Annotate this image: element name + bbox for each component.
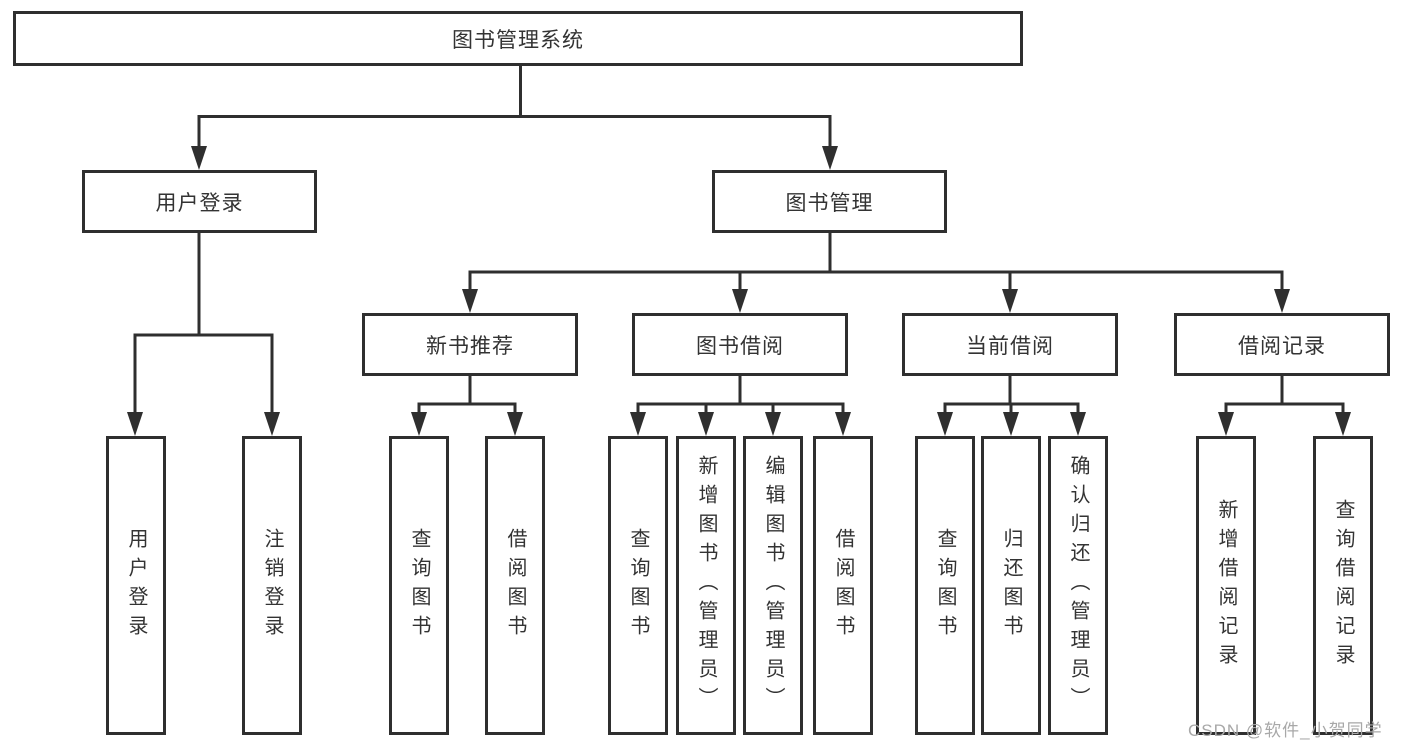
arrowhead [1274,289,1290,313]
arrowhead [835,412,851,436]
connector-lines [133,66,1345,417]
node-label: 查询图书 [627,527,649,644]
node-add-borrow-record: 新增借阅记录 [1196,436,1256,735]
arrowhead [1002,289,1018,313]
node-label: 查询借阅记录 [1332,498,1354,673]
node-label: 借阅图书 [832,527,854,644]
arrowhead [1335,412,1351,436]
connector-arrowheads [127,146,1351,436]
arrowhead [1003,412,1019,436]
node-label: 查询图书 [934,527,956,644]
arrowhead [127,412,143,436]
node-query-borrow-record: 查询借阅记录 [1313,436,1373,735]
arrowhead [698,412,714,436]
node-user-login: 用户登录 [82,170,317,233]
node-book-borrowing: 图书借阅 [632,313,848,376]
arrowhead [732,289,748,313]
arrowhead [765,412,781,436]
arrowhead [630,412,646,436]
arrowhead [937,412,953,436]
node-label: 编辑图书（管理员） [762,455,784,716]
node-label: 图书管理 [785,191,874,215]
node-borrow-books-recommend: 借阅图书 [485,436,545,735]
arrowhead [507,412,523,436]
arrowhead [822,146,838,170]
node-borrowing-records: 借阅记录 [1174,313,1390,376]
node-query-books-current: 查询图书 [915,436,975,735]
node-query-books-recommend: 查询图书 [389,436,449,735]
node-borrow-books: 借阅图书 [813,436,873,735]
node-add-books-admin: 新增图书（管理员） [676,436,736,735]
node-label: 新增借阅记录 [1215,498,1237,673]
node-label: 用户登录 [155,191,244,215]
node-label: 确认归还（管理员） [1067,455,1089,716]
node-label: 借阅记录 [1238,334,1326,358]
node-label: 新书推荐 [426,334,514,358]
arrowhead [1070,412,1086,436]
node-library-management-system: 图书管理系统 [13,11,1023,66]
node-label: 注销登录 [261,527,283,644]
node-label: 归还图书 [1000,527,1022,644]
node-logout: 注销登录 [242,436,302,735]
node-new-book-recommendation: 新书推荐 [362,313,578,376]
arrowhead [264,412,280,436]
node-label: 查询图书 [408,527,430,644]
node-book-management: 图书管理 [712,170,947,233]
node-label: 图书管理系统 [452,28,584,52]
node-query-books-borrow: 查询图书 [608,436,668,735]
arrowhead [1218,412,1234,436]
arrowhead [411,412,427,436]
node-label: 新增图书（管理员） [695,455,717,716]
node-label: 当前借阅 [966,334,1054,358]
node-label: 图书借阅 [696,334,784,358]
node-label: 借阅图书 [504,527,526,644]
node-current-borrowing: 当前借阅 [902,313,1118,376]
arrowhead [462,289,478,313]
arrowhead [191,146,207,170]
node-user-login-leaf: 用户登录 [106,436,166,735]
node-edit-books-admin: 编辑图书（管理员） [743,436,803,735]
csdn-watermark: CSDN @软件_小贺同学 [1188,721,1383,740]
node-confirm-return-admin: 确认归还（管理员） [1048,436,1108,735]
node-label: 用户登录 [125,527,147,644]
node-return-books: 归还图书 [981,436,1041,735]
